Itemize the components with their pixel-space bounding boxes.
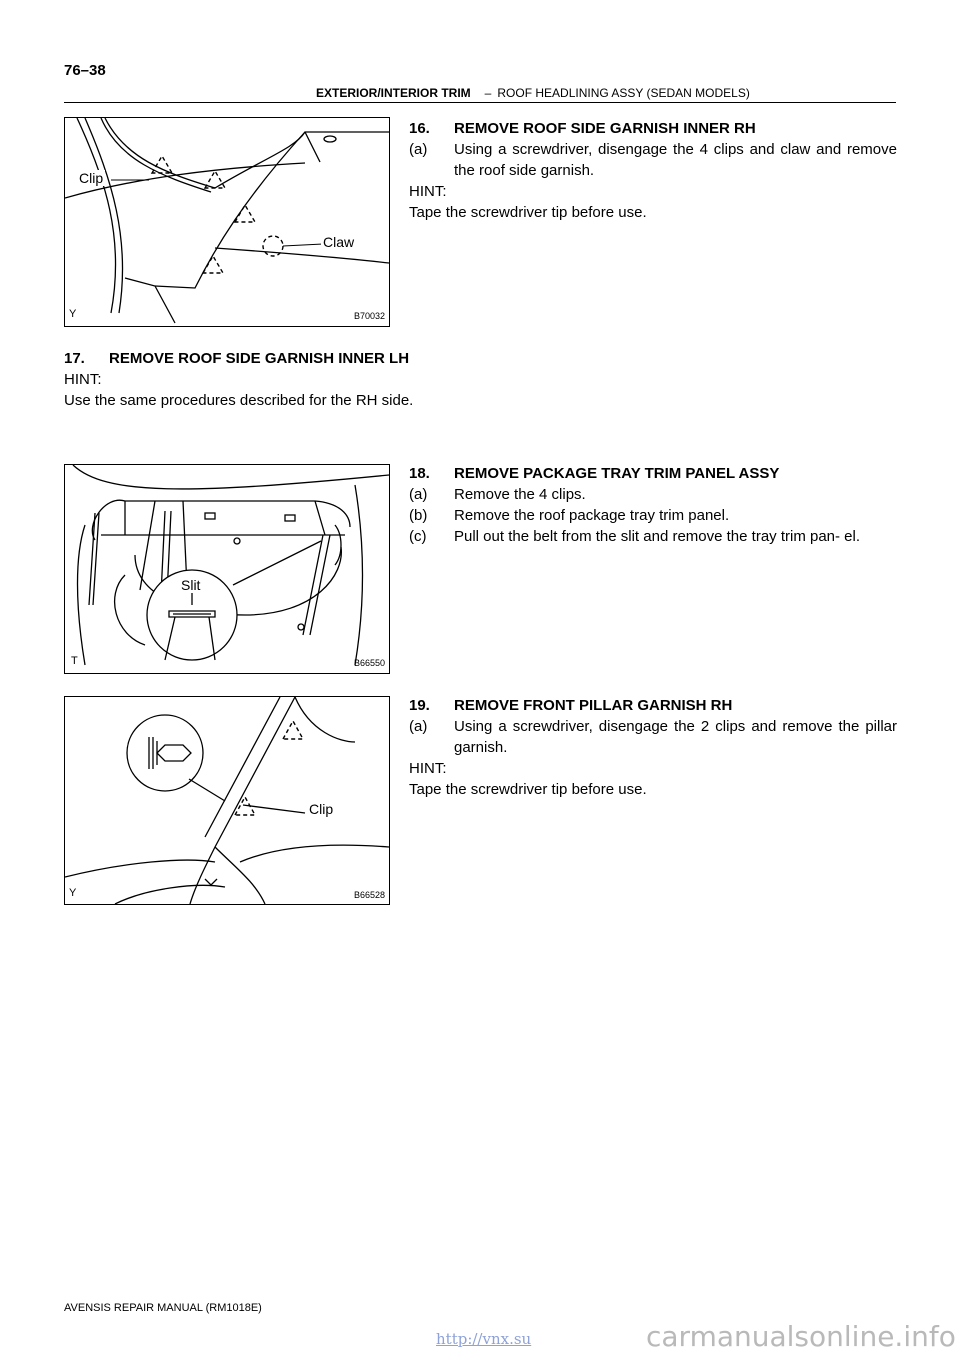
hint-label: HINT: xyxy=(409,183,447,200)
substep-text: Using a screwdriver, disengage the 2 cli… xyxy=(454,718,897,756)
figure-code: B66528 xyxy=(353,890,385,900)
figure-roof-side-garnish: Clip Claw Y B70032 xyxy=(64,117,390,327)
step-heading: 18. REMOVE PACKAGE TRAY TRIM PANEL ASSY xyxy=(409,463,897,484)
step-16: 16. REMOVE ROOF SIDE GARNISH INNER RH (a)… xyxy=(409,118,897,223)
package-tray-illustration xyxy=(72,465,389,666)
substep-text: Remove the roof package tray trim panel. xyxy=(454,507,730,524)
page-footer: AVENSIS REPAIR MANUAL (RM1018E) xyxy=(64,1302,262,1314)
roof-side-garnish-illustration xyxy=(65,118,389,324)
step-number: 17. xyxy=(64,350,85,367)
front-pillar-illustration xyxy=(65,697,389,904)
hint-label: HINT: xyxy=(409,760,447,777)
step-title: REMOVE ROOF SIDE GARNISH INNER LH xyxy=(109,350,410,367)
hint-text: Tape the screwdriver tip before use. xyxy=(409,781,647,798)
label-claw: Claw xyxy=(321,234,357,250)
header-rule xyxy=(64,102,896,103)
step-heading: 17. REMOVE ROOF SIDE GARNISH INNER LH xyxy=(64,348,664,369)
substep-a: (a) Remove the 4 clips. xyxy=(409,484,897,505)
figure-corner-mark: Y xyxy=(69,308,77,320)
step-title: REMOVE FRONT PILLAR GARNISH RH xyxy=(454,697,733,714)
substep-label: (a) xyxy=(409,486,428,503)
step-title: REMOVE ROOF SIDE GARNISH INNER RH xyxy=(454,120,756,137)
step-number: 18. xyxy=(409,465,430,482)
substep-label: (a) xyxy=(409,141,428,158)
substep-label: (a) xyxy=(409,718,428,735)
figure-corner-mark: Y xyxy=(69,887,77,899)
step-number: 16. xyxy=(409,120,430,137)
substep-a: (a) Using a screwdriver, disengage the 4 … xyxy=(409,139,897,181)
header-separator: – xyxy=(484,86,492,100)
step-19: 19. REMOVE FRONT PILLAR GARNISH RH (a) Usi… xyxy=(409,695,897,800)
substep-text: Remove the 4 clips. xyxy=(454,486,586,503)
step-17: 17. REMOVE ROOF SIDE GARNISH INNER LH HIN… xyxy=(64,348,664,411)
header-section: EXTERIOR/INTERIOR TRIM xyxy=(316,86,471,100)
figure-code: B66550 xyxy=(353,658,385,668)
figure-corner-mark: T xyxy=(71,655,78,667)
step-number: 19. xyxy=(409,697,430,714)
hint-label: HINT: xyxy=(64,371,102,388)
figure-code: B70032 xyxy=(353,311,385,321)
label-clip: Clip xyxy=(307,801,336,817)
step-heading: 16. REMOVE ROOF SIDE GARNISH INNER RH xyxy=(409,118,897,139)
step-title: REMOVE PACKAGE TRAY TRIM PANEL ASSY xyxy=(454,465,780,482)
step-18: 18. REMOVE PACKAGE TRAY TRIM PANEL ASSY (… xyxy=(409,463,897,547)
substep-label: (b) xyxy=(409,507,428,524)
label-clip: Clip xyxy=(77,170,106,186)
substep-text: Pull out the belt from the slit and remo… xyxy=(454,528,861,545)
step-heading: 19. REMOVE FRONT PILLAR GARNISH RH xyxy=(409,695,897,716)
substep-a: (a) Using a screwdriver, disengage the 2 … xyxy=(409,716,897,758)
hint-text: Tape the screwdriver tip before use. xyxy=(409,204,647,221)
page-number: 76–38 xyxy=(64,62,106,79)
substep-c: (c) Pull out the belt from the slit and r… xyxy=(409,526,897,547)
hint-text: Use the same procedures described for th… xyxy=(64,392,414,409)
label-slit: Slit xyxy=(179,577,203,593)
source-link[interactable]: http://vnx.su xyxy=(436,1330,532,1348)
substep-text: Using a screwdriver, disengage the 4 cli… xyxy=(454,141,897,179)
figure-package-tray: Slit T B66550 xyxy=(64,464,390,674)
substep-b: (b) Remove the roof package tray trim pan… xyxy=(409,505,897,526)
watermark: carmanualsonline.info xyxy=(646,1320,956,1353)
substep-label: (c) xyxy=(409,528,427,545)
figure-front-pillar: Clip Y B66528 xyxy=(64,696,390,905)
running-header: EXTERIOR/INTERIOR TRIM–ROOF HEADLINING A… xyxy=(316,86,750,100)
header-subsection: ROOF HEADLINING ASSY (SEDAN MODELS) xyxy=(497,86,750,100)
